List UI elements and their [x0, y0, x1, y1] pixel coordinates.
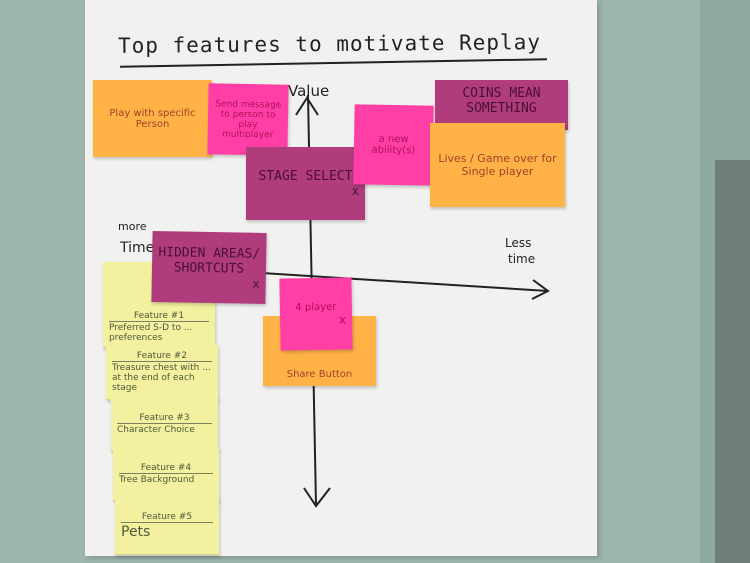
feature-text: Tree Background: [119, 475, 195, 485]
axis-label-more: more: [118, 220, 147, 233]
down-arrow: [303, 487, 331, 508]
axis-label-value: Value: [288, 82, 330, 100]
note-text: 4 player: [295, 301, 337, 313]
feature-heading: Feature #5: [121, 512, 213, 523]
x-mark: x: [351, 184, 359, 198]
feature-heading: Feature #4: [119, 463, 213, 474]
sticky-play-specific-person: Play with specific Person: [93, 80, 212, 157]
door-frame: [715, 160, 750, 563]
feature-text: Treasure chest with ... at the end of ea…: [112, 363, 211, 393]
x-mark: x: [252, 276, 260, 291]
feature-heading: Feature #3: [117, 413, 212, 424]
sticky-new-ability: a new ability(s): [353, 104, 434, 186]
sticky-send-message: Send message to person to play multiplay…: [207, 83, 289, 156]
up-arrow: [295, 96, 319, 116]
sticky-coins-mean-something: COINS MEAN SOMETHING: [435, 80, 568, 130]
axis-label-less: Less: [505, 236, 532, 250]
right-arrow: [531, 279, 550, 300]
feature-heading: Feature #1: [109, 311, 209, 322]
axis-label-less-time: time: [508, 252, 536, 266]
feature-text: Preferred S-D to ... preferences: [109, 323, 193, 343]
feature-heading: Feature #2: [112, 351, 212, 362]
axis-label-time: Time: [120, 240, 155, 256]
note-text: STAGE SELECT: [258, 169, 353, 184]
x-mark: x: [338, 311, 347, 327]
feature-text: Pets: [121, 524, 151, 540]
note-text: HIDDEN AREAS/ SHORTCUTS: [158, 244, 261, 277]
sticky-lives-game-over: Lives / Game over for Single player: [430, 123, 565, 207]
feature-text: Character Choice: [117, 424, 195, 435]
